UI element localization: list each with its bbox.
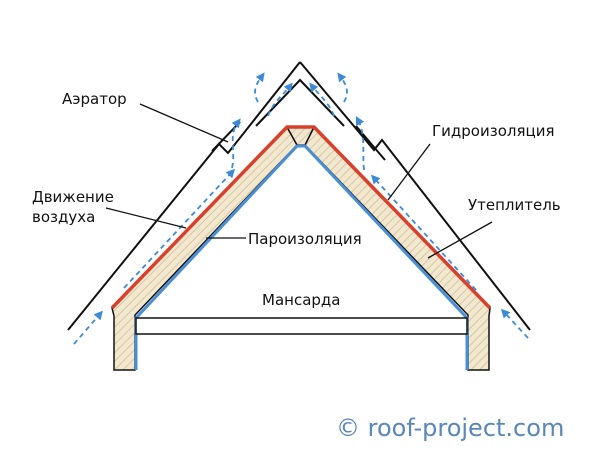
leader-lines [105,103,493,259]
ceiling-beam [135,317,468,335]
ridge-inner [255,78,345,127]
label-aerator: Аэратор [62,90,127,108]
label-insulation: Утеплитель [468,196,561,214]
airflow-ridge-right-up [337,72,348,103]
label-air-movement-line2: воздуха [32,208,95,226]
roof-covering-left [67,61,301,331]
label-vapor-barrier: Пароизоляция [248,230,362,248]
leader-insulation [427,221,493,259]
airflow-ridge-left-up [254,72,265,103]
airflow-right-bottom [500,308,529,339]
roof-covering [67,61,531,331]
roof-covering-right [299,61,531,331]
waterproofing-membrane [110,125,492,310]
leader-aerator [139,103,229,143]
airflow-arrows [73,72,529,345]
leader-waterproofing [387,143,431,201]
label-attic: Мансарда [262,291,340,309]
airflow-left-aerator [231,118,241,169]
airflow-left-bottom [73,310,103,345]
airflow-right-aerator [355,116,365,171]
airflow-ridge-right-out [309,82,335,117]
label-air-movement-line1: Движение [32,188,114,206]
airflow-ridge-left-out [267,82,293,117]
leader-air-movement [105,207,187,229]
copyright-text: © roof-project.com [336,414,564,442]
label-waterproofing: Гидроизоляция [432,122,554,140]
aerator-cap-right [355,125,386,161]
ceiling-beam-rect [135,317,468,335]
